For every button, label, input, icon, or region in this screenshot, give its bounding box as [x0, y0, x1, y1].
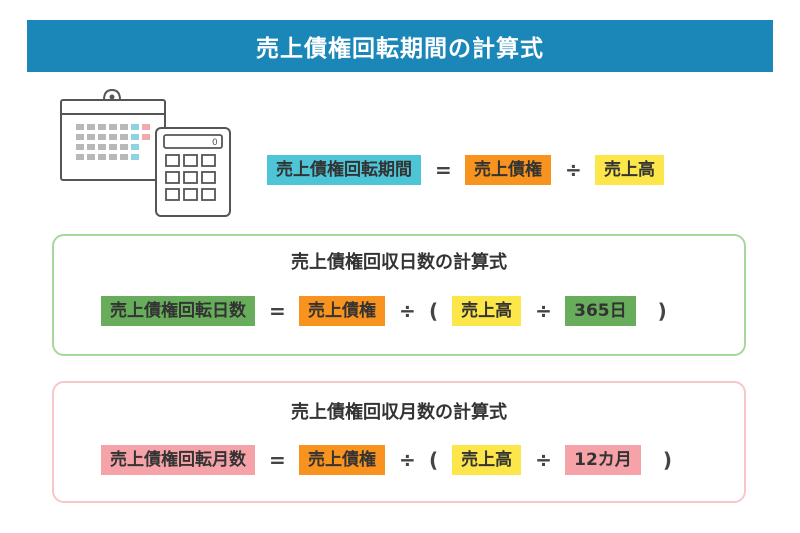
divide-sign: ÷: [399, 299, 416, 323]
divide-sign: ÷: [535, 299, 552, 323]
page-title: 売上債権回転期間の計算式: [27, 20, 773, 72]
sales-tag: 売上高: [452, 296, 522, 326]
open-paren: (: [429, 299, 439, 323]
calendar-icon: 0: [60, 88, 231, 217]
divide-sign: ÷: [399, 448, 416, 472]
divide-sign: ÷: [535, 448, 552, 472]
months-formula-title: 売上債権回収月数の計算式: [291, 402, 507, 423]
months-formula: 売上債権回転月数 = 売上債権 ÷ ( 売上高 ÷ 12カ月 ): [101, 445, 672, 475]
svg-text:0: 0: [212, 138, 218, 148]
days-formula: 売上債権回転日数 = 売上債権 ÷ ( 売上高 ÷ 365日 ): [101, 296, 667, 326]
sales-tag: 売上高: [452, 445, 522, 475]
days-formula-title: 売上債権回収日数の計算式: [291, 252, 507, 273]
calculator-icon: 0: [155, 127, 231, 217]
months-result-tag: 売上債権回転月数: [101, 445, 255, 475]
close-paren: ): [657, 299, 667, 323]
divide-sign: ÷: [565, 158, 582, 182]
calendar-calculator-illustration: 0: [60, 88, 235, 220]
receivables-tag: 売上債権: [299, 296, 385, 326]
days-result-tag: 売上債権回転日数: [101, 296, 255, 326]
open-paren: (: [429, 448, 439, 472]
equals-sign: =: [269, 299, 286, 323]
equals-sign: =: [435, 158, 452, 182]
equals-sign: =: [269, 448, 286, 472]
receivables-tag: 売上債権: [465, 155, 551, 185]
close-paren: ): [662, 448, 672, 472]
period-formula: 売上債権回転期間 = 売上債権 ÷ 売上高: [267, 155, 664, 185]
months-12-tag: 12カ月: [565, 445, 641, 475]
months-formula-box: 売上債権回収月数の計算式: [52, 381, 746, 503]
days-365-tag: 365日: [565, 296, 636, 326]
sales-tag: 売上高: [595, 155, 664, 185]
receivables-tag: 売上債権: [299, 445, 385, 475]
period-result-tag: 売上債権回転期間: [267, 155, 421, 185]
days-formula-box: 売上債権回収日数の計算式: [52, 234, 746, 356]
